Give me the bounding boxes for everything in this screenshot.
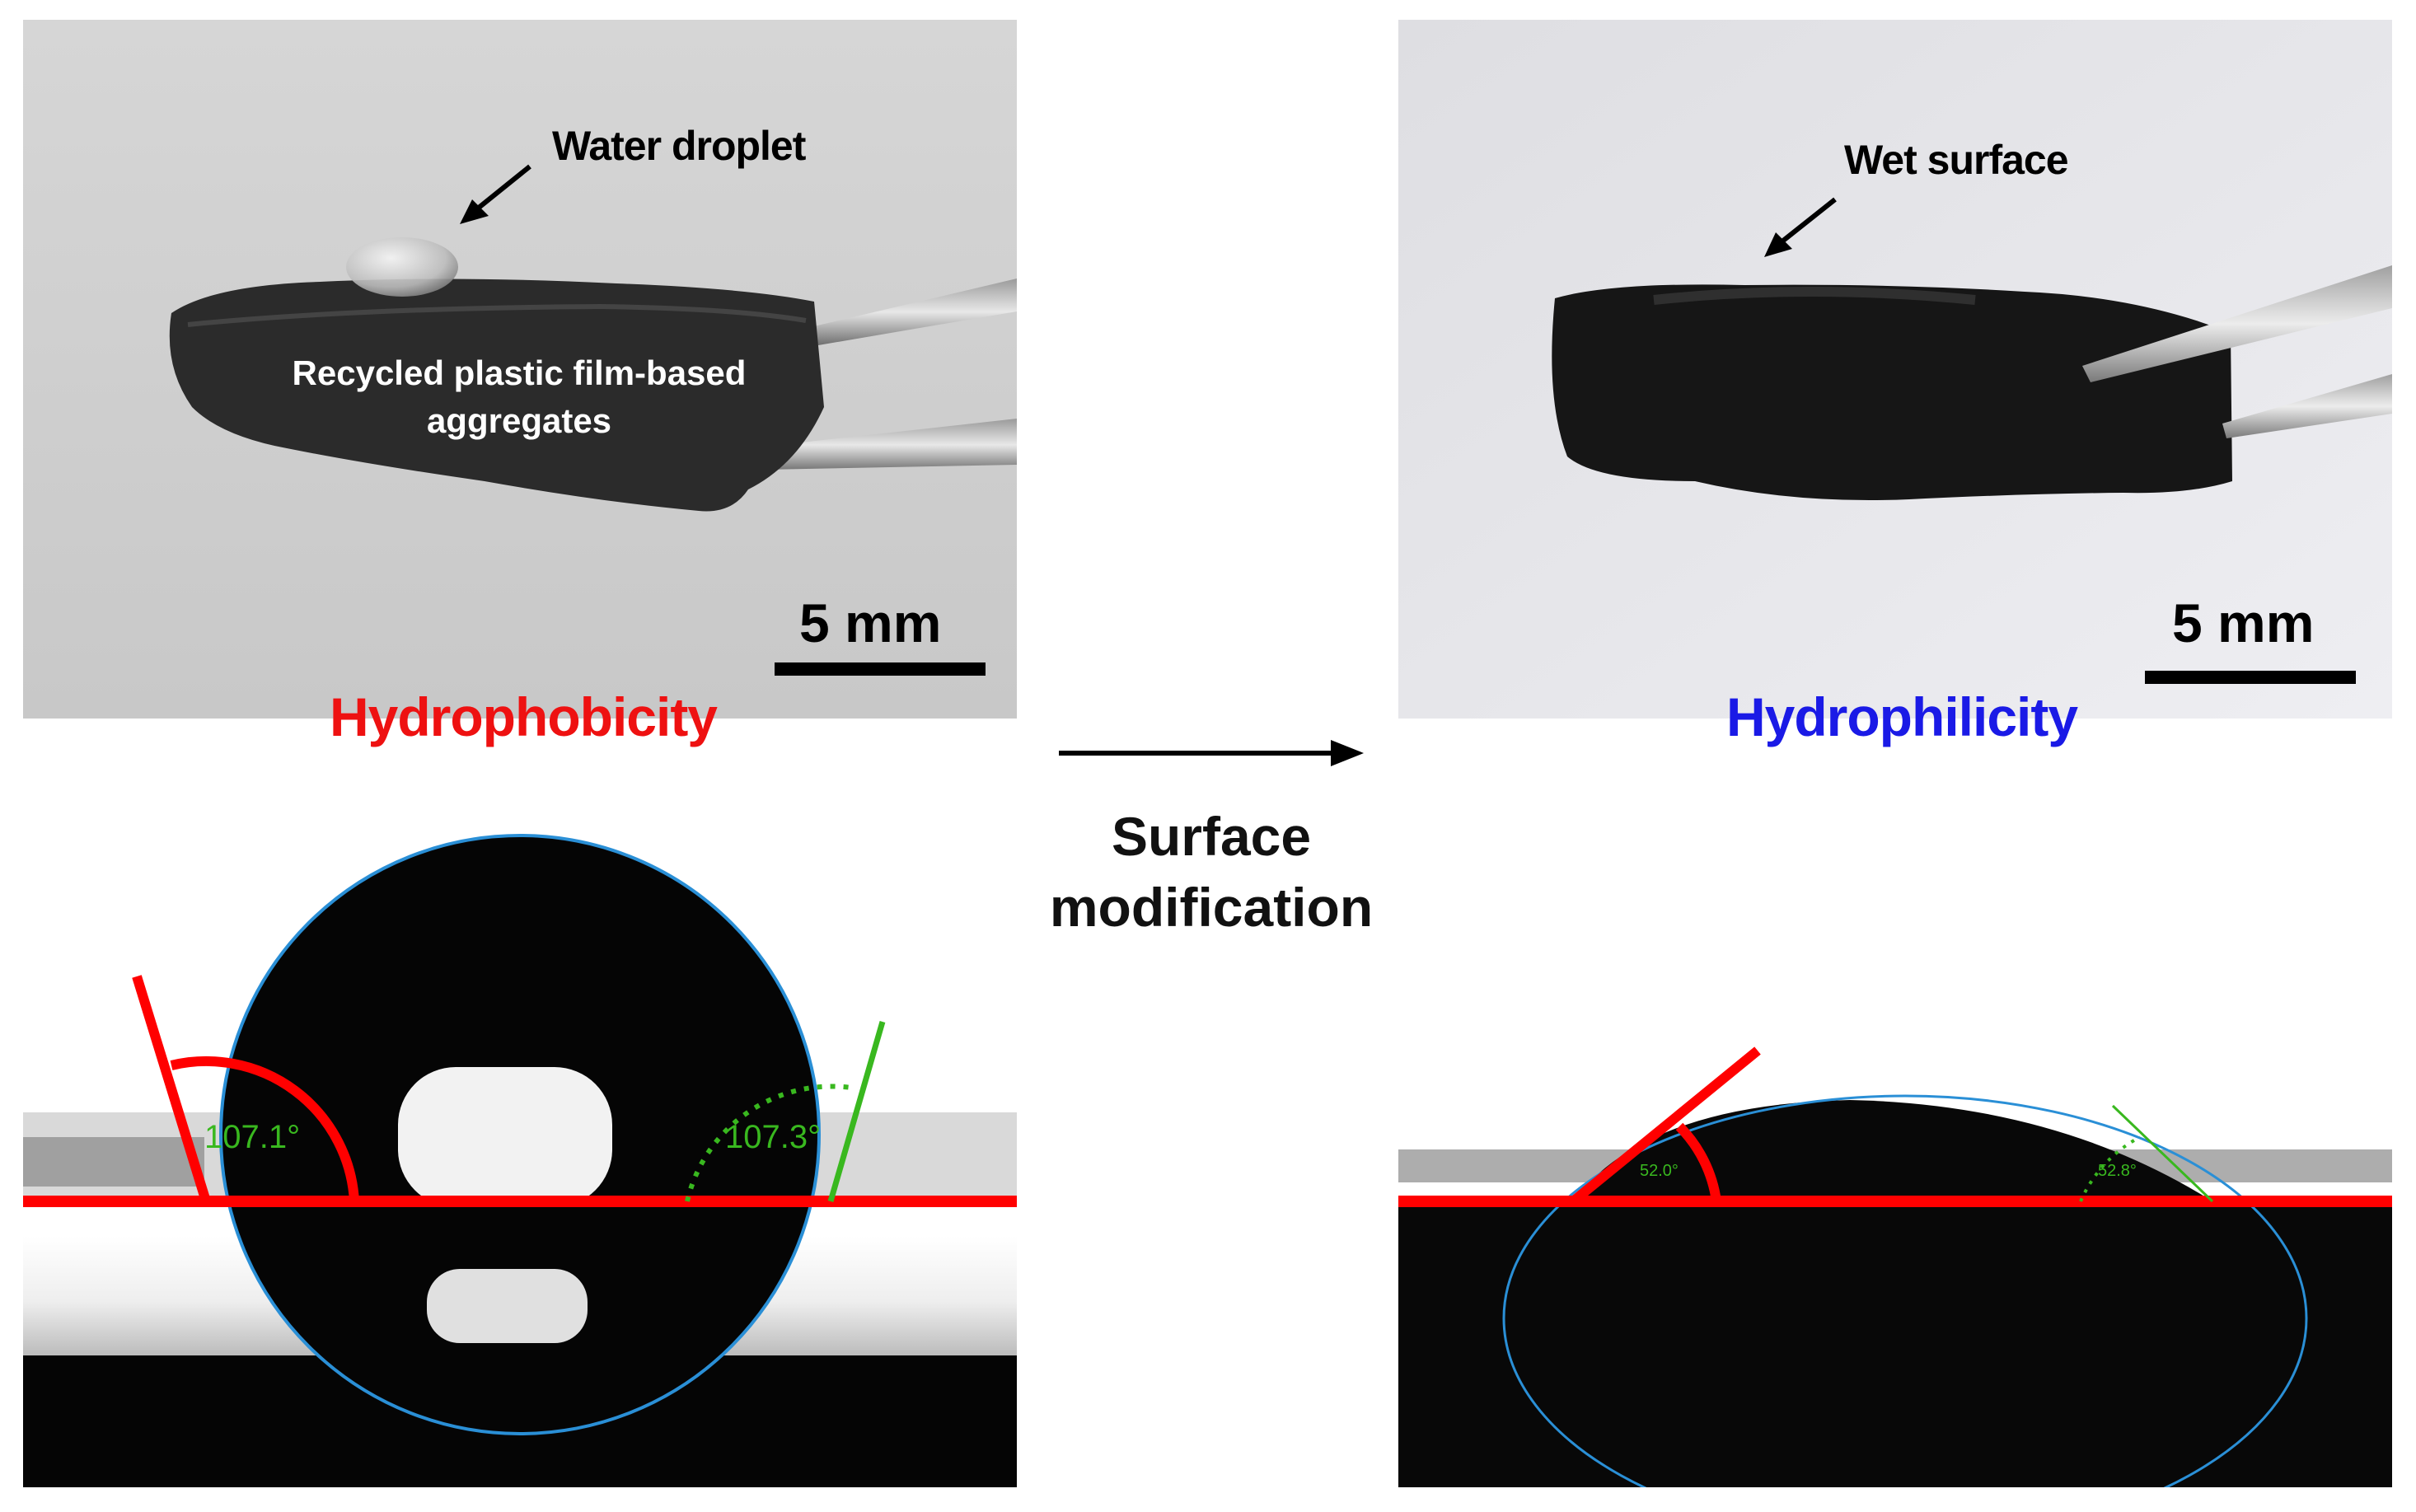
process-arrow-icon <box>1059 740 1364 766</box>
scale-bar-label-right: 5 mm <box>2172 592 2315 653</box>
contact-angle-left-value-hydrophilic: 52.0° <box>1640 1162 1679 1180</box>
hydrophilic-sample-photo <box>1398 20 2392 719</box>
wet-surface-label: Wet surface <box>1844 137 2069 183</box>
aggregate-label: Recycled plastic film-based aggregates <box>292 353 747 440</box>
contact-angle-left-value: 107.1° <box>204 1119 301 1155</box>
water-droplet-label: Water droplet <box>552 123 806 169</box>
contact-angle-right-value-hydrophilic: 52.8° <box>2098 1162 2137 1180</box>
scale-bar-label-left: 5 mm <box>799 592 942 653</box>
hydrophilicity-title: Hydrophilicity <box>1726 686 2078 747</box>
hydrophobic-contact-angle-image <box>23 775 1017 1487</box>
hydrophobicity-title: Hydrophobicity <box>330 686 718 747</box>
surface-modification-label: Surface modification <box>1049 806 1374 938</box>
contact-angle-right-value: 107.3° <box>725 1119 822 1155</box>
hydrophilic-contact-angle-image <box>1398 775 2392 1487</box>
hydrophobic-sample-photo <box>23 20 1017 719</box>
